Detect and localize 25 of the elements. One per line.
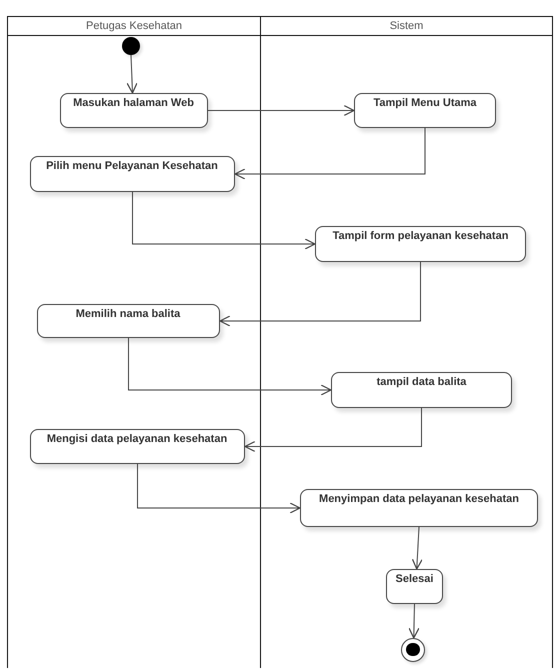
action-box: Tampil form pelayanan kesehatan [315, 226, 526, 262]
arrow [128, 338, 332, 396]
action-box: Tampil Menu Utama [354, 92, 496, 128]
action-box: Selesai [386, 568, 443, 604]
start-node [122, 36, 140, 54]
arrow [234, 128, 426, 180]
action-box: Mengisi data pelayanan kesehatan [30, 428, 244, 464]
lane-title: Sistem [390, 20, 424, 32]
swimlane [261, 16, 553, 668]
arrow [219, 262, 421, 327]
action-box: tampil data balita [331, 372, 512, 408]
action-box: Masukan halaman Web [60, 92, 208, 128]
end-node [401, 638, 425, 662]
arrow [132, 192, 316, 250]
arrow [412, 526, 423, 570]
arrow [408, 604, 420, 639]
action-box: Menyimpan data pelayanan kesehatan [300, 488, 538, 526]
swimlane [7, 16, 261, 668]
action-box: Pilih menu Pelayanan Kesehatan [30, 156, 234, 192]
arrow [137, 464, 301, 514]
lane-title: Petugas Kesehatan [86, 20, 182, 32]
action-box: Memilih nama balita [36, 304, 220, 338]
arrow [126, 54, 138, 94]
arrow [244, 408, 422, 452]
arrow [208, 104, 355, 116]
